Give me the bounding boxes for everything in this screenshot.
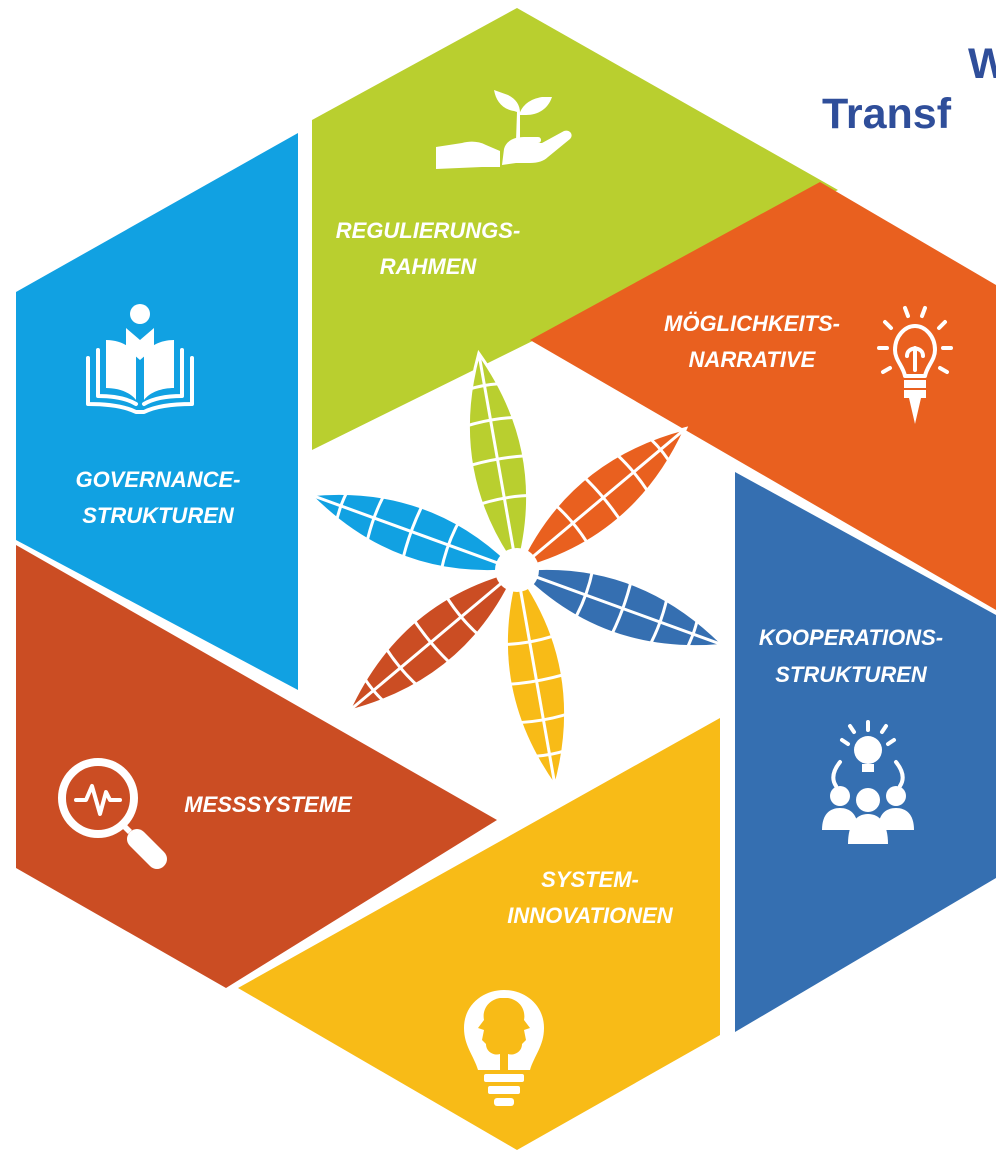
label-kooperations: KOOPERATIONS-: [759, 625, 943, 650]
segment-moeglichkeitsnarrative: [530, 182, 996, 610]
flower-midrib: [535, 575, 725, 647]
flower-midrib: [531, 427, 687, 559]
magnifier-pulse-icon: [58, 758, 167, 869]
flower-midrib: [518, 589, 557, 787]
label-innovationen: INNOVATIONEN: [507, 903, 674, 928]
title-line-2: Transf: [822, 90, 952, 138]
heads-bulb-icon: [464, 990, 544, 1106]
label-regulierungs: REGULIERUNGS-: [336, 218, 521, 243]
label-system: SYSTEM-: [541, 867, 639, 892]
segment-governancestrukturen: [16, 133, 298, 690]
flower-center: [495, 548, 539, 592]
open-book-person-icon: [86, 304, 194, 414]
segment-messsysteme: [16, 545, 497, 988]
segment-regulierungsrahmen: [312, 8, 838, 450]
label-narrative: NARRATIVE: [689, 347, 817, 372]
label-rahmen: RAHMEN: [380, 254, 478, 279]
label-governance-strukturen: STRUKTUREN: [82, 503, 235, 528]
label-kooperations-strukturen: STRUKTUREN: [775, 662, 928, 687]
label-governance: GOVERNANCE-: [75, 467, 240, 492]
hand-sprout-icon: [436, 90, 572, 169]
flower-midrib: [309, 493, 499, 565]
label-messsysteme: MESSSYSTEME: [184, 792, 353, 817]
lightbulb-pen-icon: [877, 306, 953, 424]
label-moeglichkeits: MÖGLICHKEITS-: [664, 311, 840, 336]
center-flower: [306, 349, 728, 791]
flower-midrib: [477, 353, 516, 551]
team-idea-icon: [822, 720, 914, 844]
title-line-1: W: [968, 40, 996, 88]
flower-midrib: [347, 581, 503, 713]
segment-systeminnovationen: [238, 718, 720, 1150]
